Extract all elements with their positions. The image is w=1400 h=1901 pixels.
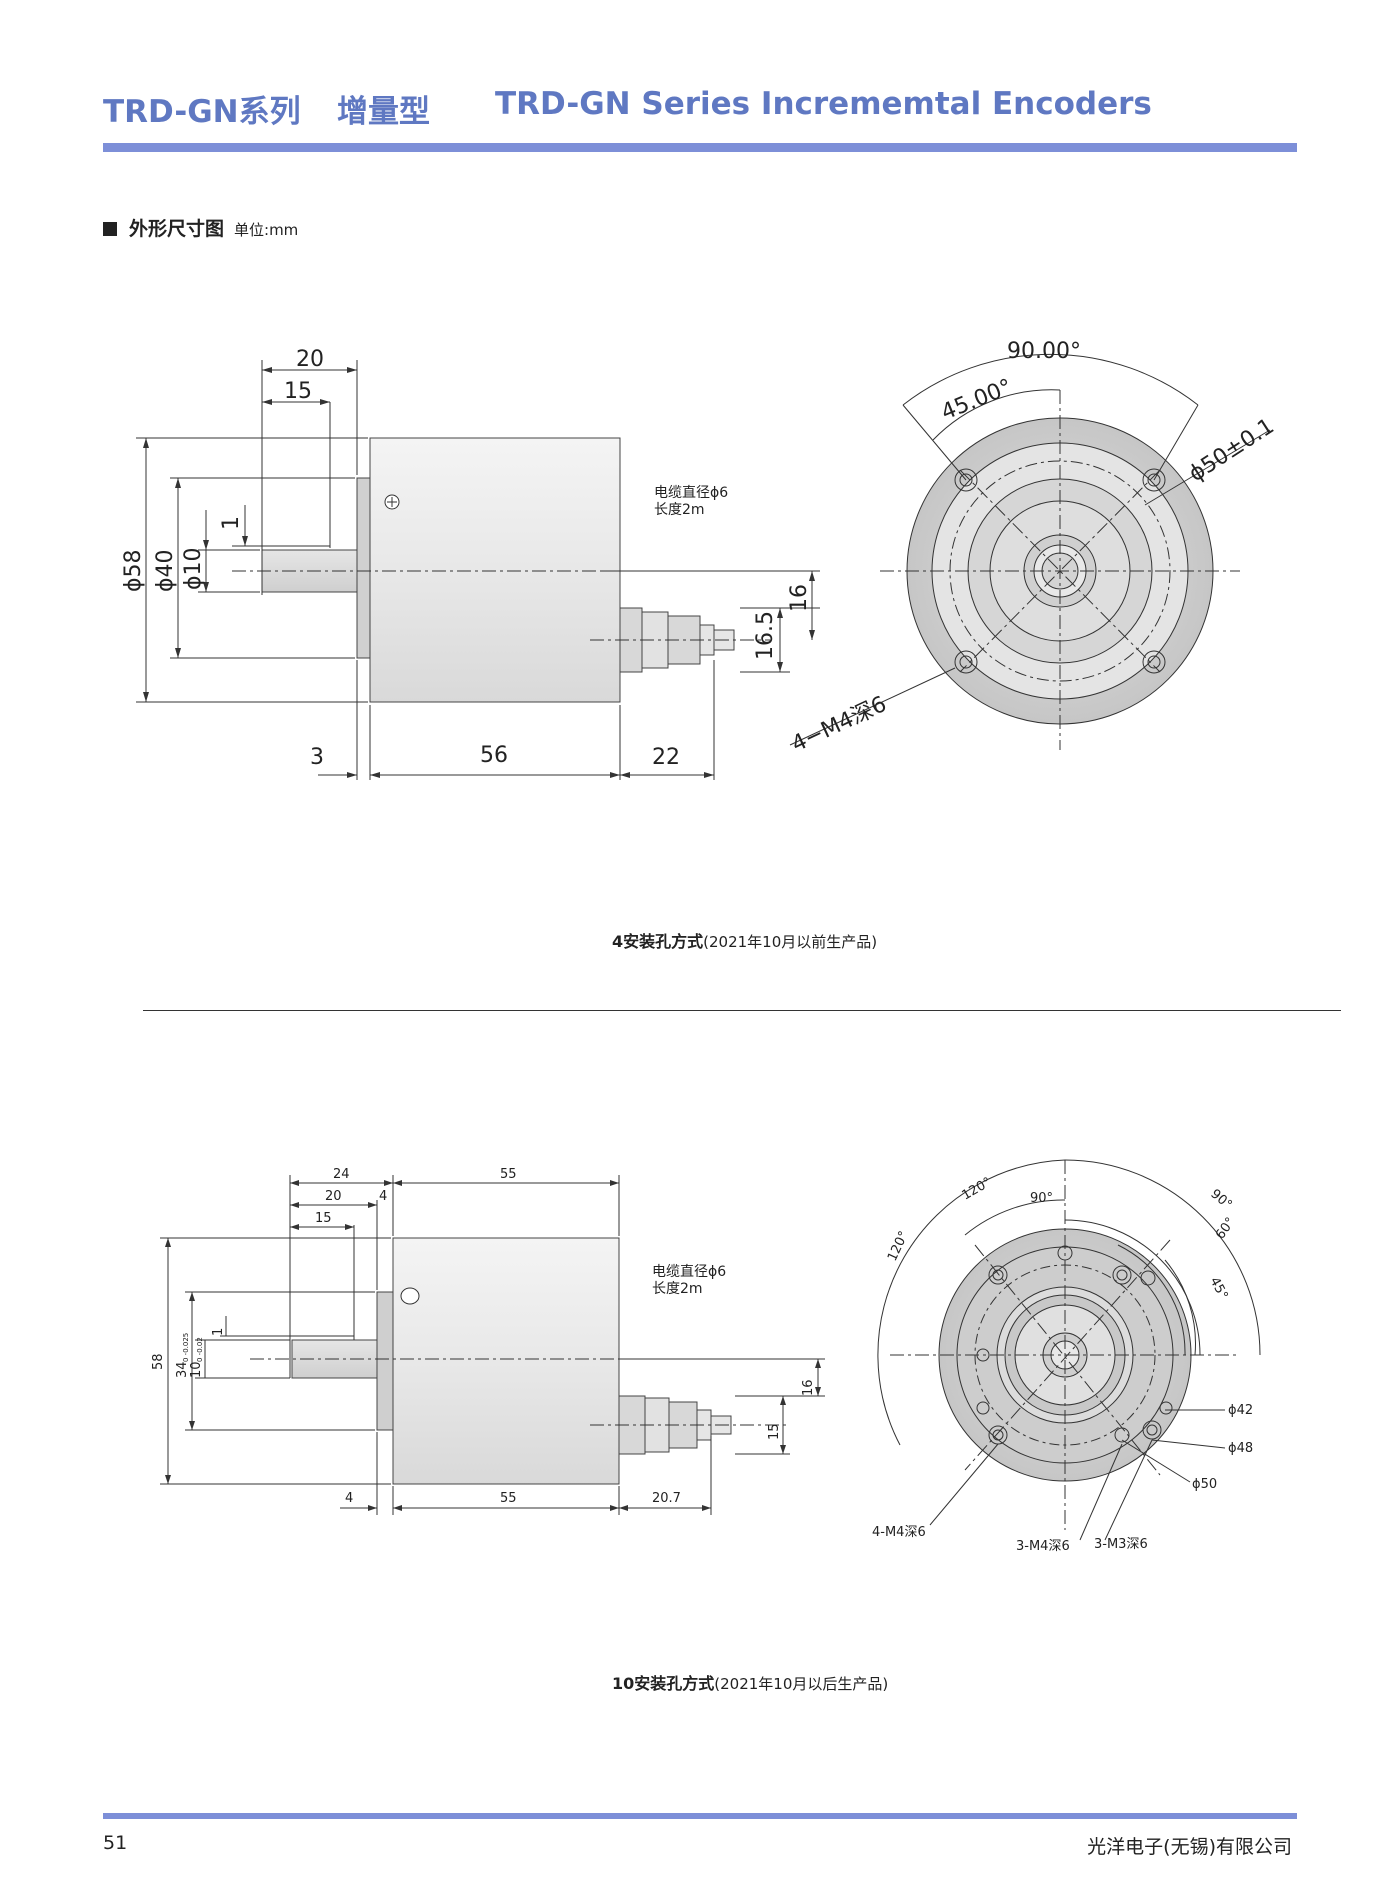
cable-note-2: 长度2m [652, 1281, 703, 1297]
cable-note-1: 电缆直径ϕ6 [652, 1263, 726, 1280]
dim-16: 16 [787, 584, 812, 612]
dim-34-tolerance: 0 -0.025 [182, 1333, 190, 1362]
section-unit: 单位:mm [234, 221, 299, 239]
caption-10-holes: 10安装孔方式(2021年10月以后生产品) [612, 1670, 888, 1694]
dim-angle-90: 90.00° [1007, 339, 1081, 364]
dim-34: 34 [175, 1361, 190, 1378]
header-rule [103, 143, 1297, 152]
caption-4-holes-note: (2021年10月以前生产品) [703, 933, 878, 951]
cable-note-2: 长度2m [654, 502, 705, 518]
dim-holes-3-m3: 3-M3深6 [1094, 1537, 1148, 1552]
drawing1-side-view [136, 360, 820, 780]
dim-4-bottom: 4 [345, 1491, 353, 1506]
dim-1: 1 [219, 516, 244, 530]
dim-phi40: ϕ40 [153, 549, 178, 592]
drawing2-side-view [160, 1175, 825, 1515]
dim-22: 22 [652, 745, 680, 770]
caption-10-holes-main: 10安装孔方式 [612, 1674, 715, 1693]
dim-holes-3-m4: 3-M4深6 [1016, 1539, 1070, 1554]
dim-15: 15 [284, 379, 312, 404]
dim-phi50: ϕ50 [1192, 1477, 1217, 1492]
drawing1-side-labels: 20 15 ϕ58 ϕ40 ϕ10 1 3 56 22 16 16.5 电缆直径… [121, 347, 812, 770]
caption-4-holes-main: 4安装孔方式 [612, 932, 704, 951]
header-type-cn: 增量型 [337, 94, 430, 130]
section-heading: 外形尺寸图单位:mm [103, 214, 298, 241]
header-title-cn: TRD-GN系列 [103, 94, 301, 130]
dim-55-bottom: 55 [500, 1491, 517, 1506]
dim-20: 20 [325, 1189, 342, 1204]
dim-55-top: 55 [500, 1167, 517, 1182]
dim-holes-4-m4: 4-M4深6 [872, 1525, 926, 1540]
dim-15: 15 [315, 1211, 332, 1226]
dim-20-7: 20.7 [652, 1491, 681, 1506]
drawing1-front-view [789, 353, 1271, 750]
dim-phi50: ϕ50±0.1 [1185, 414, 1279, 487]
dim-phi10: ϕ10 [181, 547, 206, 590]
dim-16: 16 [801, 1379, 816, 1396]
dim-phi42: ϕ42 [1228, 1403, 1253, 1418]
dim-15-right: 15 [767, 1423, 782, 1440]
dim-angle-90-a: 90° [1030, 1191, 1053, 1206]
page-header: TRD-GN系列 增量型 TRD-GN Series Incrememtal E… [103, 86, 1152, 131]
dim-phi48: ϕ48 [1228, 1441, 1253, 1456]
dim-angle-120-b: 120° [960, 1175, 995, 1204]
dim-angle-45: 45.00° [938, 375, 1016, 426]
dim-angle-120-a: 120° [885, 1229, 912, 1264]
dim-angle-45: 45° [1206, 1275, 1230, 1302]
dim-angle-90-b: 90° [1207, 1187, 1234, 1213]
drawing2-front-view [877, 1159, 1261, 1541]
company-name: 光洋电子(无锡)有限公司 [1087, 1836, 1292, 1858]
dim-angle-60: 60° [1213, 1215, 1239, 1242]
dim-16-5: 16.5 [753, 611, 778, 660]
dim-phi58: ϕ58 [121, 549, 146, 592]
dim-10-tolerance: 0 -0.02 [196, 1337, 204, 1362]
dim-56: 56 [480, 743, 508, 768]
dim-mount-holes: 4−M4深6 [788, 692, 890, 758]
caption-10-holes-note: (2021年10月以后生产品) [714, 1675, 889, 1693]
cable-note-1: 电缆直径ϕ6 [654, 484, 728, 501]
dim-10: 10 [189, 1361, 204, 1378]
dim-1: 1 [211, 1328, 226, 1336]
dim-4-top: 4 [379, 1189, 387, 1204]
section-divider [143, 1010, 1341, 1011]
page-number: 51 [103, 1832, 128, 1854]
dim-24: 24 [333, 1167, 350, 1182]
dim-58: 58 [151, 1353, 166, 1370]
caption-4-holes: 4安装孔方式(2021年10月以前生产品) [612, 928, 877, 952]
dim-20: 20 [296, 347, 324, 372]
dim-3: 3 [310, 745, 324, 770]
section-title: 外形尺寸图 [129, 218, 225, 240]
header-title-en: TRD-GN Series Incrememtal Encoders [495, 86, 1152, 122]
footer-rule [103, 1813, 1297, 1819]
drawing2-side-labels: 24 55 20 4 15 58 34 0 -0.025 10 0 -0.02 … [151, 1167, 816, 1506]
square-bullet-icon [103, 222, 117, 236]
